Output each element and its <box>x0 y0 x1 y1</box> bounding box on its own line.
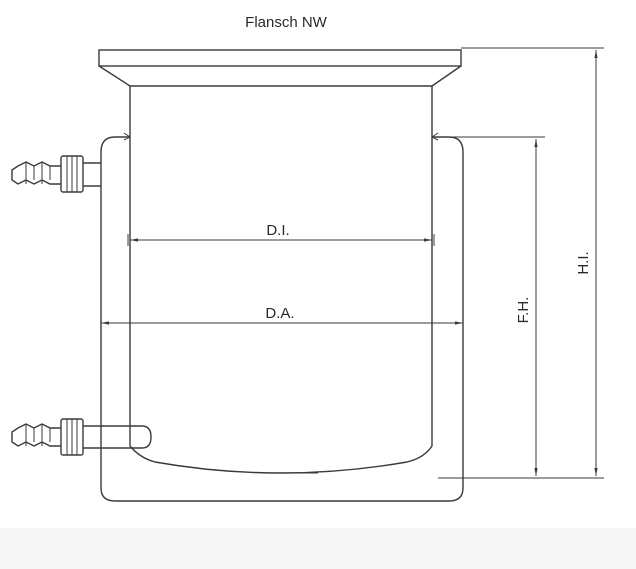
fill-height-dimension: F.H. <box>438 136 545 479</box>
flange-title: Flansch NW <box>245 14 328 31</box>
outer-diameter-label: D.A. <box>265 305 294 322</box>
upper-hose-connector <box>11 155 101 193</box>
bottom-band <box>0 528 636 569</box>
outer-diameter-dimension: D.A. <box>101 305 463 325</box>
outer-jacket <box>100 132 464 502</box>
total-height-label: H.I. <box>575 251 592 274</box>
inner-vessel <box>129 86 433 474</box>
inner-diameter-dimension: D.I. <box>127 222 435 246</box>
lower-hose-connector <box>11 418 152 456</box>
flange <box>98 49 462 87</box>
total-height-dimension: H.I. <box>461 47 604 479</box>
inner-diameter-label: D.I. <box>266 222 289 239</box>
fill-height-label: F.H. <box>515 297 532 324</box>
